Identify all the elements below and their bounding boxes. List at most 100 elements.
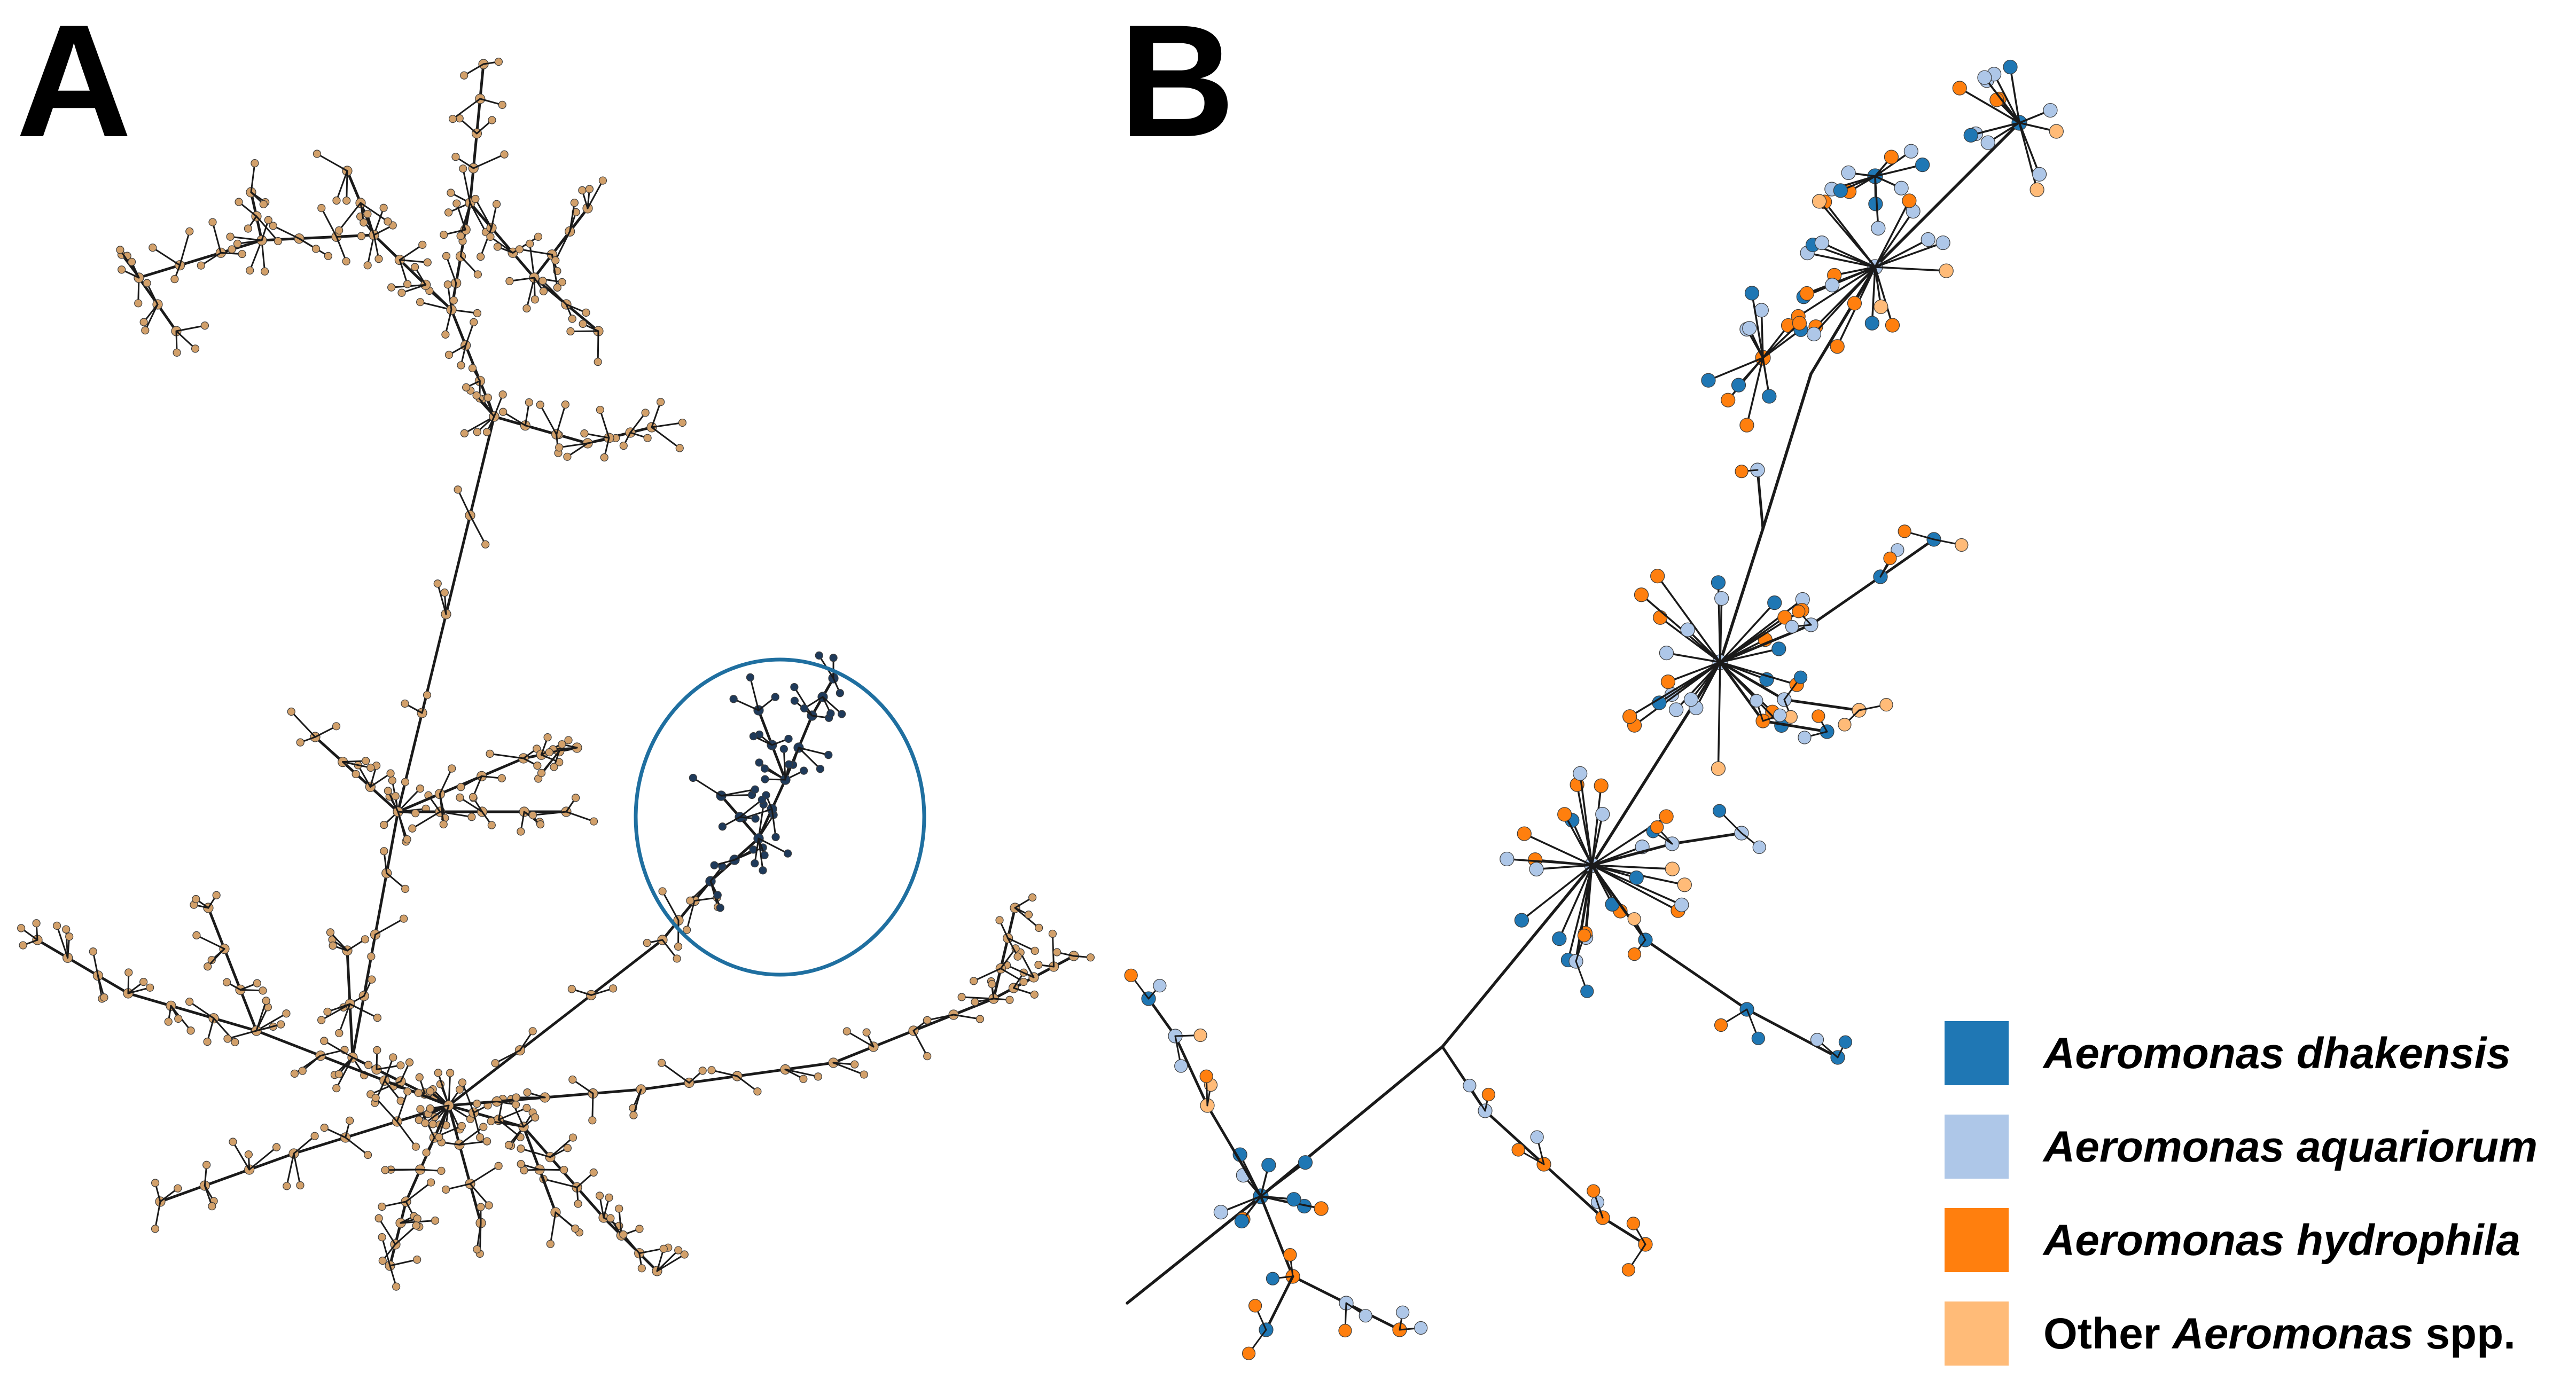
legend-swatch-dhakensis: [1945, 1021, 2009, 1085]
edge: [293, 1135, 316, 1155]
edge: [203, 1168, 251, 1187]
edge: [591, 1088, 643, 1095]
node: [421, 1119, 430, 1127]
node: [405, 1058, 414, 1067]
node: [1587, 1184, 1601, 1198]
node: [1481, 1087, 1495, 1102]
node: [512, 1100, 520, 1109]
node: [497, 774, 506, 782]
edge: [822, 696, 843, 715]
node: [771, 833, 780, 841]
node: [746, 673, 754, 681]
node: [2032, 167, 2047, 182]
edge: [405, 1181, 432, 1203]
node: [397, 288, 406, 297]
node: [313, 150, 322, 158]
edge: [1761, 372, 1813, 530]
node: [568, 315, 576, 323]
node: [1024, 911, 1033, 919]
node: [2043, 103, 2058, 118]
edge: [293, 1152, 301, 1186]
node: [1838, 1035, 1853, 1049]
node: [560, 1165, 568, 1174]
node: [371, 1094, 380, 1102]
node: [538, 277, 547, 285]
edge: [399, 259, 428, 263]
node: [244, 1150, 253, 1159]
node: [1752, 840, 1766, 854]
node: [298, 1067, 307, 1075]
node: [373, 1014, 382, 1022]
edge: [661, 1062, 690, 1084]
edge: [711, 1069, 738, 1077]
node: [426, 1104, 434, 1113]
edge: [476, 1222, 482, 1250]
node: [1242, 1346, 1256, 1360]
node: [1338, 1323, 1352, 1338]
edge: [261, 239, 266, 272]
edge: [1601, 1216, 1647, 1246]
edge: [2018, 122, 2041, 176]
edge: [396, 1120, 417, 1148]
node: [1883, 551, 1897, 566]
node: [1812, 709, 1825, 723]
edge: [656, 1253, 685, 1272]
node: [2003, 59, 2018, 75]
node: [790, 696, 799, 705]
node: [566, 327, 575, 336]
node: [567, 985, 576, 993]
node: [558, 740, 566, 749]
node: [468, 364, 477, 372]
panel-a-label: A: [16, 0, 132, 170]
edge: [1806, 252, 1876, 268]
edge: [344, 1120, 399, 1139]
edge: [1717, 661, 1721, 770]
node: [1626, 1217, 1641, 1230]
node: [470, 318, 478, 326]
node: [100, 993, 108, 1002]
edge: [798, 747, 830, 756]
legend-swatch-hydrophila: [1945, 1208, 2009, 1272]
edge: [212, 1017, 258, 1032]
edge: [137, 264, 182, 279]
node: [1754, 303, 1769, 318]
node: [440, 230, 448, 239]
node: [412, 1221, 420, 1230]
node: [146, 983, 154, 992]
node: [481, 540, 490, 548]
node: [1621, 1263, 1636, 1277]
node: [441, 330, 450, 339]
node: [574, 1199, 582, 1208]
edge: [783, 748, 786, 781]
edge: [1687, 629, 1721, 663]
node: [380, 847, 388, 856]
node: [1031, 946, 1039, 955]
node: [1977, 70, 1992, 85]
edge: [1656, 575, 1721, 663]
edge: [469, 1183, 490, 1206]
edge: [1563, 813, 1593, 866]
node: [401, 778, 410, 786]
node: [396, 1061, 405, 1070]
node: [771, 693, 779, 701]
edge: [464, 344, 481, 382]
node: [517, 1160, 525, 1169]
edge: [465, 321, 475, 347]
edge: [832, 1062, 865, 1076]
node: [334, 1070, 343, 1078]
node: [362, 757, 370, 765]
node: [116, 246, 124, 254]
node: [517, 1144, 525, 1153]
node: [572, 794, 580, 802]
node: [473, 270, 482, 279]
edge: [739, 799, 763, 818]
edge: [249, 239, 263, 271]
node: [139, 978, 148, 986]
node: [598, 176, 607, 185]
legend-label-aquariorum: Aeromonas aquariorum: [2042, 1123, 2538, 1171]
node: [118, 265, 126, 274]
legend-swatch-aquariorum: [1945, 1115, 2009, 1179]
edge: [212, 221, 222, 254]
node: [1595, 807, 1610, 822]
